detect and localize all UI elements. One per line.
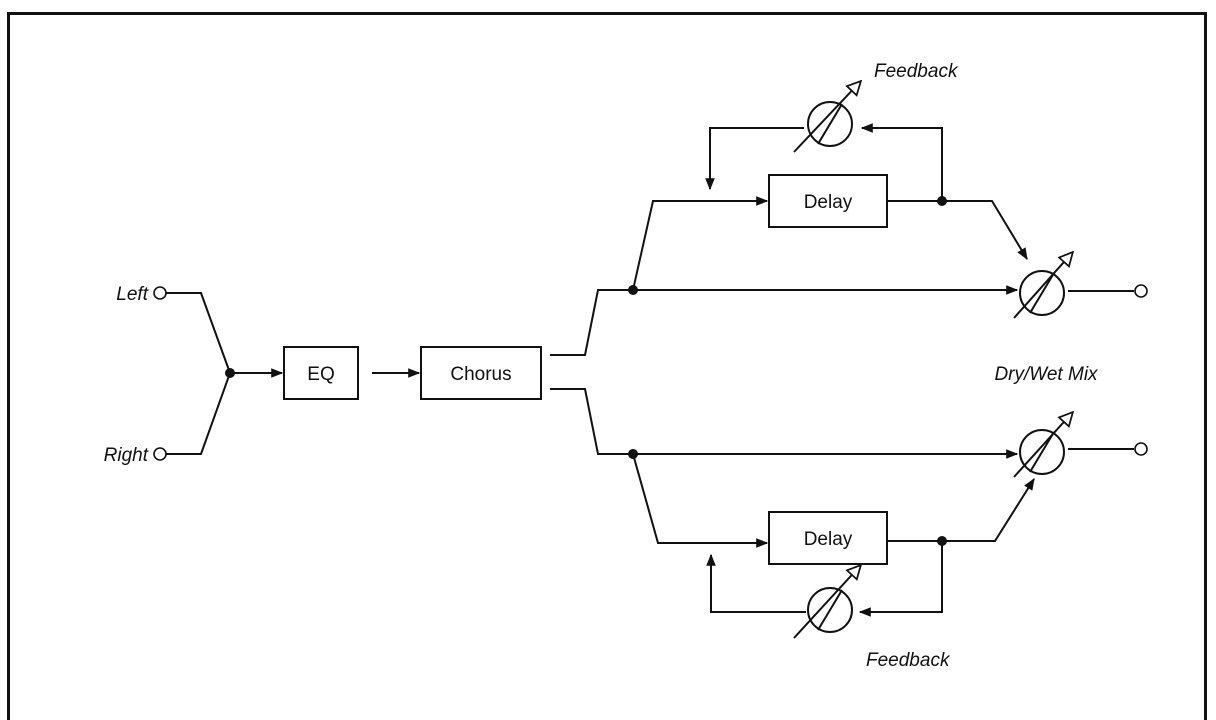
dry-wet-mix-label: Dry/Wet Mix <box>994 364 1099 385</box>
top-output-terminal <box>1134 284 1148 298</box>
right-input-wire <box>166 372 231 455</box>
bottom-feedback-wire-in <box>858 541 943 617</box>
top-delay-block: Delay <box>768 174 888 228</box>
bottom-feedback-wire-out <box>706 553 806 613</box>
bottom-delay-feed-wire <box>632 453 769 548</box>
top-delay-feed-wire <box>632 196 769 291</box>
top-delay-output-wire <box>887 200 1028 261</box>
right-input-terminal <box>153 447 167 461</box>
right-input-label: Right <box>104 445 149 466</box>
top-feedback-wire-in <box>860 123 943 201</box>
eq-block: EQ <box>283 346 359 400</box>
bottom-dry-wet-mix-icon <box>1013 413 1072 478</box>
chorus-label: Chorus <box>450 364 511 385</box>
chorus-bottom-output-wire <box>550 388 1019 459</box>
top-feedback-label: Feedback <box>874 61 959 82</box>
bottom-feedback-gain-icon <box>793 566 860 639</box>
chorus-block: Chorus <box>420 346 542 400</box>
top-feedback-wire-out <box>705 127 804 191</box>
eq-label: EQ <box>307 364 334 385</box>
bottom-delay-label: Delay <box>804 529 853 550</box>
left-input-wire <box>166 292 231 374</box>
left-input-terminal <box>153 286 167 300</box>
chorus-top-output-wire <box>550 285 1019 356</box>
top-delay-label: Delay <box>804 192 853 213</box>
top-feedback-gain-icon <box>793 82 860 153</box>
diagram-frame <box>7 12 1207 720</box>
left-input-label: Left <box>116 284 148 305</box>
bottom-delay-output-wire <box>887 477 1035 542</box>
bottom-output-terminal <box>1134 442 1148 456</box>
bottom-feedback-label: Feedback <box>866 650 951 671</box>
bottom-delay-block: Delay <box>768 511 888 565</box>
top-dry-wet-mix-icon <box>1013 253 1072 319</box>
